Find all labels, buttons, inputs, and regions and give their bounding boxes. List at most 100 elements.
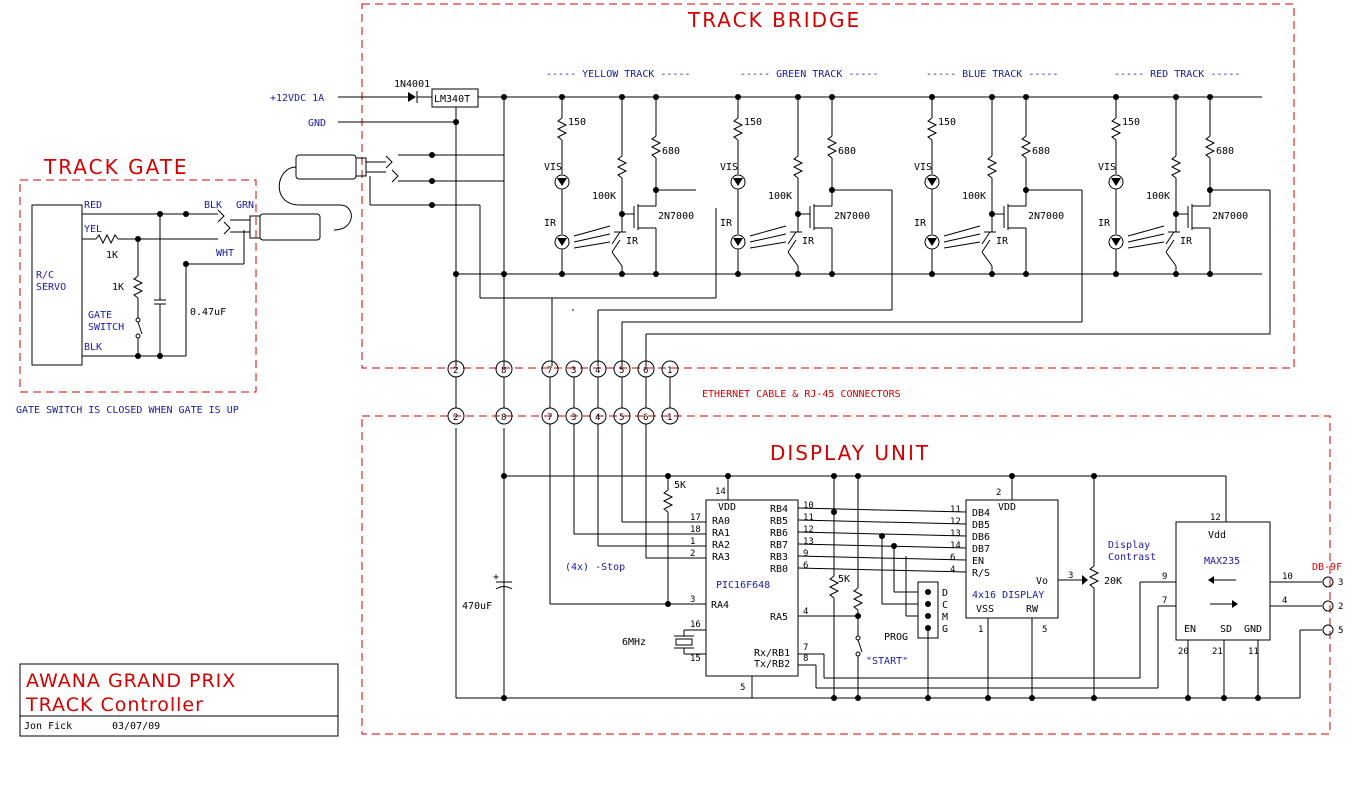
lcd-pin-num: 4 (950, 565, 955, 575)
junction (929, 271, 935, 277)
lcd-vss-pin: 1 (978, 625, 983, 635)
r1k-a-label: 1K (106, 250, 118, 261)
vis-led-arrow (1111, 178, 1121, 186)
rj45-pin-label: 1 (667, 413, 672, 423)
gate-note: GATE SWITCH IS CLOSED WHEN GATE IS UP (16, 405, 239, 416)
pic-tx-pin: 8 (803, 654, 808, 664)
ir-transistor-label: IR (802, 236, 815, 247)
resistor-5k-b (828, 575, 840, 599)
wire (611, 239, 621, 253)
prog-pin (925, 613, 931, 619)
wire (1165, 231, 1175, 245)
gate-switch (135, 317, 141, 323)
rj45-pin-label: 5 (619, 366, 624, 376)
r150-label: 150 (568, 117, 586, 128)
db9-pin-2 (1322, 600, 1334, 612)
ir-transistor-label: IR (1180, 236, 1193, 247)
pic-right-pin-name: RB6 (770, 528, 788, 539)
ir-led-label: IR (914, 218, 927, 229)
pic-ra5-pin: 4 (803, 607, 808, 617)
title-line-2: TRACK Controller (25, 694, 204, 716)
pic-right-pin-name: RB5 (770, 516, 788, 527)
max-out2-pin: 4 (1282, 596, 1287, 606)
pic-rx-pin: 7 (803, 643, 808, 653)
resistor-100k (616, 155, 628, 179)
ir-led-arrow (557, 238, 567, 246)
max-gnd-pin: 11 (1248, 647, 1259, 657)
jack-wht-label: WHT (216, 248, 234, 259)
wire (611, 251, 623, 267)
track-bridge-title: TRACK BRIDGE (687, 8, 861, 32)
prog-pin-label: G (942, 624, 948, 635)
pic-gnd-pin: 5 (740, 683, 745, 693)
track-label-yellow: ----- YELLOW TRACK ----- (546, 69, 691, 80)
ir-beam (943, 225, 981, 237)
wire (1165, 251, 1177, 267)
ir-beam (573, 241, 611, 249)
max-out1-pin: 10 (1282, 572, 1293, 582)
db9-pin-3 (1322, 576, 1334, 588)
lcd-pin-name: DB6 (972, 532, 990, 543)
r100k-label: 100K (1146, 191, 1170, 202)
r1k-b-label: 1K (112, 282, 124, 293)
rj45-pin-label: 8 (501, 366, 506, 376)
track-blue: ----- BLUE TRACK ----- (926, 69, 1058, 80)
r680-label: 680 (662, 146, 680, 157)
contrast-pot (1088, 565, 1100, 589)
pic-right-pin-name: RB3 (770, 552, 788, 563)
lcd-vdd-pin: 2 (996, 488, 1001, 498)
junction (653, 271, 659, 277)
junction (1113, 271, 1119, 277)
pic-ra4-pin: 3 (690, 595, 695, 605)
pic-left-pin-num: 18 (690, 525, 701, 535)
rj45-pin-label: 4 (595, 366, 600, 376)
pic-left-pin-name: RA1 (712, 528, 730, 539)
regulator (431, 88, 479, 108)
track-green: ----- GREEN TRACK ----- (740, 69, 878, 80)
rj45-pin-label: 1 (667, 366, 672, 376)
rj45-pin-label: 2 (453, 413, 458, 423)
resistor-100k (1170, 155, 1182, 179)
jack-grn-label: GRN (236, 200, 254, 211)
resistor-680 (650, 135, 662, 159)
display-unit-title: DISPLAY UNIT (770, 441, 930, 465)
wire (1165, 239, 1175, 253)
pic-right-pin-name: RB4 (770, 504, 788, 515)
mosfet-label: 2N7000 (834, 211, 870, 222)
prog-pin-label: C (942, 600, 948, 611)
lcd-pin-num: 13 (950, 529, 961, 539)
resistor-150 (732, 117, 744, 141)
resistor-pullup-start (852, 587, 864, 611)
start-label: "START" (866, 656, 908, 667)
track-red: ----- RED TRACK ----- (1114, 69, 1240, 80)
max-name: MAX235 (1204, 556, 1240, 567)
lcd-rw-pin: 5 (1042, 625, 1047, 635)
switch-label-1: GATE (88, 310, 112, 321)
lcd-pin-name: R/S (972, 568, 990, 579)
ir-led-arrow (927, 238, 937, 246)
vis-led-arrow (733, 178, 743, 186)
gate-jack (217, 209, 321, 241)
lcd-pin-num: 12 (950, 517, 961, 527)
rj45-pin-label: 8 (501, 413, 506, 423)
lcd-name: 4x16 DISPLAY (972, 590, 1044, 601)
vis-label: VIS (544, 162, 562, 173)
track-yellow: ----- YELLOW TRACK ----- (546, 69, 691, 80)
ir-beam (943, 241, 981, 249)
pic-left-pin-num: 1 (690, 537, 695, 547)
junction (1207, 271, 1213, 277)
resistor-680 (1020, 135, 1032, 159)
title-author: Jon Fick (24, 721, 72, 732)
pic-right-pin-name: RB7 (770, 540, 788, 551)
track-gate-box (19, 179, 257, 393)
r100k-label: 100K (768, 191, 792, 202)
cap-plus: + (493, 572, 499, 583)
ir-transistor-label: IR (996, 236, 1009, 247)
title-line-1: AWANA GRAND PRIX (26, 670, 236, 692)
cap-470-label: 470uF (462, 601, 492, 612)
crystal-label: 6MHz (622, 637, 646, 648)
r5k-a-label: 5K (674, 480, 686, 491)
wire (787, 231, 797, 245)
